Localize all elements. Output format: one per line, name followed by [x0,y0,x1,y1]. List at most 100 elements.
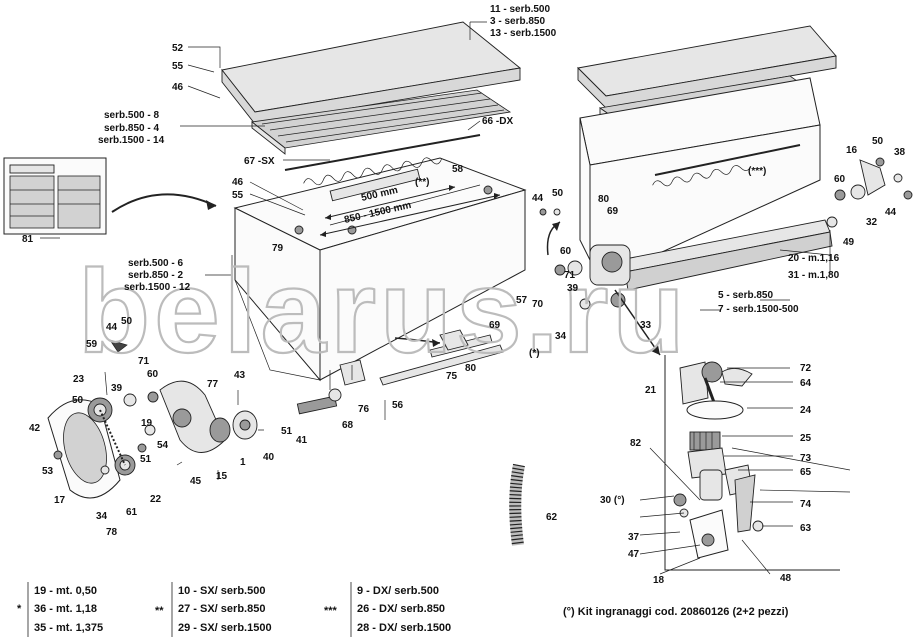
lbl-44c: 44 [106,322,118,333]
legend-c3-0: 9 - DX/ serb.500 [357,585,439,597]
legend: 19 - mt. 0,50 * 36 - mt. 1,18 35 - mt. 1… [17,582,789,637]
lbl-39b: 39 [111,383,123,394]
lbl-46a: 46 [172,82,184,93]
lbl-49: 49 [843,237,855,248]
manual-sheet [3,157,217,239]
lbl-62: 62 [546,512,558,523]
lbl-77: 77 [207,379,219,390]
watermark-text: belarus.ru [78,246,689,378]
lbl-46b: 46 [232,177,244,188]
mark-star1: (*) [529,348,540,359]
legend-star3: *** [324,605,338,617]
mark-dstar3: (***) [748,166,766,177]
legend-c2-2: 29 - SX/ serb.1500 [178,622,272,634]
legend-c3-2: 28 - DX/ serb.1500 [357,622,451,634]
lbl-63: 63 [800,523,812,534]
lbl-17: 17 [54,495,66,506]
lbl-69a: 69 [607,206,619,217]
top-ref-2: 13 - serb.1500 [490,28,557,39]
lbl-80a: 80 [598,194,610,205]
legend-c2-0: 10 - SX/ serb.500 [178,585,265,597]
lbl-47: 47 [628,549,640,560]
rail-ref-1: 31 - m.1,80 [788,270,840,281]
lbl-78: 78 [106,527,118,538]
lbl-56: 56 [392,400,404,411]
lbl-55b: 55 [232,190,244,201]
lbl-16: 16 [846,145,858,156]
drive-shaft-parts [296,329,504,420]
lbl-69b: 69 [489,320,501,331]
metering-unit [539,208,661,356]
lbl-74: 74 [800,499,812,510]
lbl-59: 59 [86,339,98,350]
right-hopper-body [579,77,821,263]
hopper-ref-0: serb.500 - 6 [128,258,183,269]
lbl-72: 72 [800,363,812,374]
lbl-30: 30 (°) [600,495,625,506]
lbl-68: 68 [342,420,354,431]
lid-ref-0: serb.500 - 8 [104,110,159,121]
left-hopper-body [233,157,527,382]
lbl-33: 33 [640,320,652,331]
lbl-71: 71 [564,270,576,281]
lbl-18: 18 [653,575,665,586]
lbl-71b: 71 [138,356,150,367]
lbl-22: 22 [150,494,162,505]
lbl-50b: 50 [872,136,884,147]
left-lid-assembly [221,21,522,155]
dimension-arrows [319,185,501,237]
lbl-52: 52 [172,43,184,54]
lbl-51b: 51 [281,426,293,437]
lbl-34b: 34 [96,511,108,522]
lbl-24: 24 [800,405,812,416]
lbl-43: 43 [234,370,246,381]
right-rail-ref-0: 5 - serb.850 [718,290,773,301]
lbl-44a: 44 [532,193,544,204]
lbl-1: 1 [240,457,246,468]
lbl-54: 54 [157,440,169,451]
hopper-ref-2: serb.1500 - 12 [124,282,191,293]
left-drive-assembly [47,339,264,499]
lbl-51a: 51 [140,454,152,465]
mark-67sx: 67 -SX [244,156,275,167]
lbl-64: 64 [800,378,812,389]
lbl-75: 75 [446,371,458,382]
lbl-44b: 44 [885,207,897,218]
hopper-ref-1: serb.850 - 2 [128,270,183,281]
lbl-73: 73 [800,453,812,464]
legend-c3-1: 26 - DX/ serb.850 [357,603,445,615]
mark-dstar2: (**) [415,177,429,188]
lbl-58: 58 [452,164,464,175]
lbl-19: 19 [141,418,153,429]
metering-detail [639,355,851,575]
lid-ref-2: serb.1500 - 14 [98,135,165,146]
agitator-shaft-left [284,134,481,186]
lbl-37: 37 [628,532,640,543]
lbl-60c: 60 [147,369,159,380]
lbl-57: 57 [516,295,528,306]
lbl-60a: 60 [560,246,572,257]
mark-66dx: 66 -DX [482,116,513,127]
lbl-45: 45 [190,476,202,487]
lbl-50a: 50 [552,188,564,199]
lbl-79: 79 [272,243,284,254]
legend-star1: * [17,603,22,615]
lid-ref-1: serb.850 - 4 [104,123,159,134]
legend-c1-0: 19 - mt. 0,50 [34,585,97,597]
callout-labels: 11 - serb.500 3 - serb.850 13 - serb.150… [22,4,906,586]
right-rail-ref-1: 7 - serb.1500-500 [718,304,799,315]
top-ref-1: 3 - serb.850 [490,16,545,27]
lbl-23: 23 [73,374,85,385]
right-bracket-parts [826,157,913,228]
lbl-65: 65 [800,467,812,478]
leader-lines-left [180,21,487,295]
lbl-82: 82 [630,438,642,449]
lbl-38: 38 [894,147,906,158]
lbl-40: 40 [263,452,275,463]
lbl-25: 25 [800,433,812,444]
lbl-21: 21 [645,385,657,396]
lbl-50d: 50 [72,395,84,406]
lbl-80b: 80 [465,363,477,374]
legend-c1-1: 36 - mt. 1,18 [34,603,97,615]
